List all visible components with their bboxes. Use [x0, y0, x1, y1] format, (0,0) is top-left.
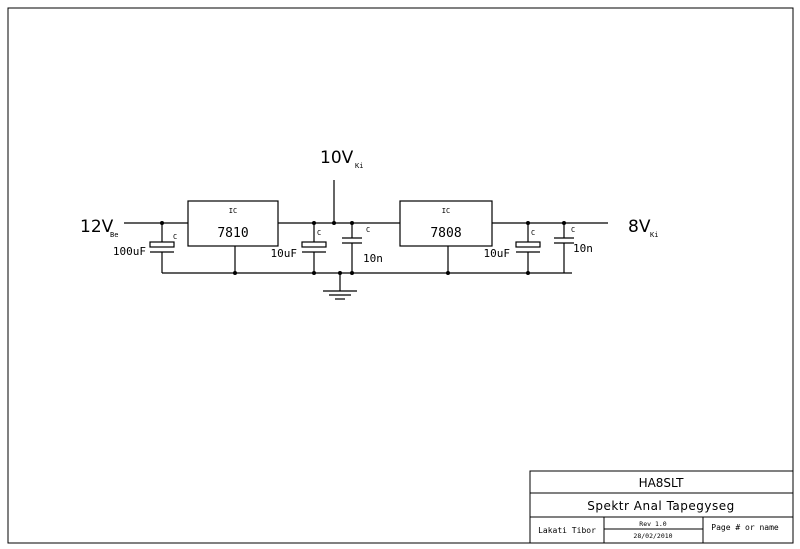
- capacitor-c3: C 10n: [342, 223, 383, 273]
- page-name: Page # or name: [711, 523, 779, 532]
- cap-designator: C: [366, 226, 370, 234]
- cap-designator: C: [317, 229, 321, 237]
- title-block: HA8SLT Spektr Anal Tapegyseg Lakati Tibo…: [529, 470, 794, 544]
- author-name: Lakati Tibor: [538, 526, 596, 535]
- input-voltage-label: 12V: [80, 217, 114, 237]
- cap-value: 10n: [573, 242, 593, 255]
- capacitor-c5: C 10n: [554, 223, 593, 273]
- tap-port-label: 10V Ki: [320, 148, 363, 170]
- cap-value: 10n: [363, 252, 383, 265]
- ground-symbol: [323, 290, 357, 300]
- ic-body: [187, 200, 279, 247]
- ic-designator: IC: [229, 207, 237, 215]
- ic-part-number: 7808: [430, 226, 461, 241]
- cap-designator: C: [173, 233, 177, 241]
- tap-voltage-subscript: Ki: [355, 162, 363, 170]
- tap-voltage-label: 10V: [320, 148, 354, 168]
- drawing-title: Spektr Anal Tapegyseg: [587, 499, 735, 513]
- cap-designator: C: [571, 226, 575, 234]
- regulator-ic-1: IC 7810: [187, 200, 279, 247]
- revision: Rev 1.0: [639, 520, 666, 528]
- wires: [124, 180, 608, 291]
- output-voltage-subscript: Ki: [650, 231, 658, 239]
- sheet-border: [7, 7, 794, 544]
- cap-value: 10uF: [484, 247, 511, 260]
- ic-designator: IC: [442, 207, 450, 215]
- capacitor-c4: C 10uF: [484, 223, 541, 273]
- cap-value: 10uF: [271, 247, 298, 260]
- regulator-ic-2: IC 7808: [399, 200, 493, 247]
- capacitor-c1: C 100uF: [113, 223, 177, 273]
- cap-value: 100uF: [113, 245, 146, 258]
- cap-designator: C: [531, 229, 535, 237]
- ic-body: [399, 200, 493, 247]
- ic-part-number: 7810: [217, 226, 248, 241]
- company-name: HA8SLT: [639, 476, 685, 490]
- drawing-date: 28/02/2010: [633, 532, 672, 540]
- output-port-label: 8V Ki: [628, 217, 658, 239]
- output-voltage-label: 8V: [628, 217, 651, 237]
- input-port-label: 12V Be: [80, 217, 118, 239]
- input-voltage-subscript: Be: [110, 231, 118, 239]
- capacitor-c2: C 10uF: [271, 223, 327, 273]
